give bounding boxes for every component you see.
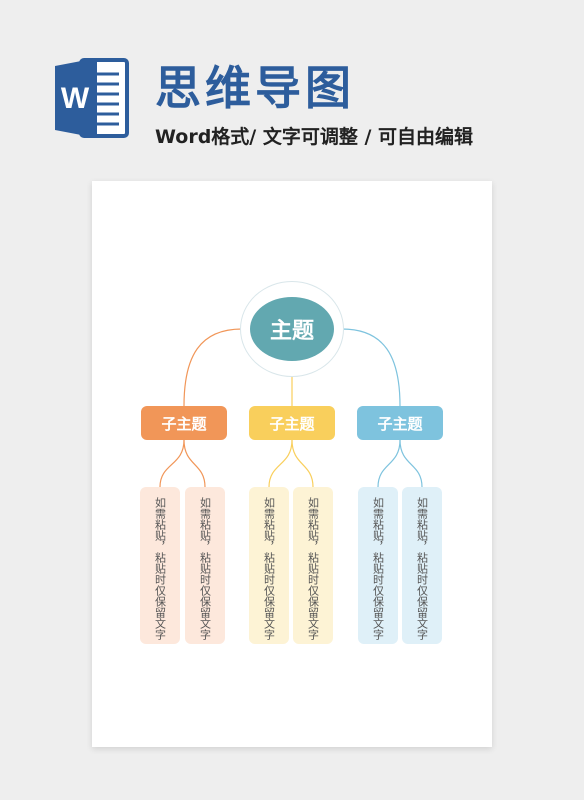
leaf-text: 如需粘贴，粘贴时仅保留文字 — [371, 497, 385, 640]
connector-orange-leaf-2 — [183, 439, 206, 488]
leaf-orange-2[interactable]: 如需粘贴，粘贴时仅保留文字 — [185, 487, 225, 644]
subtopic-blue[interactable]: 子主题 — [357, 406, 443, 440]
page-title: 思维导图 — [155, 61, 355, 115]
connector-orange-leaf-1 — [159, 439, 185, 488]
connector-yellow-leaf-1 — [268, 439, 293, 488]
connector-blue-leaf-1 — [377, 439, 401, 488]
connector-blue-leaf-2 — [399, 439, 423, 488]
leaf-yellow-2[interactable]: 如需粘贴，粘贴时仅保留文字 — [293, 487, 333, 644]
connector-topic-blue — [341, 328, 401, 407]
leaf-text: 如需粘贴，粘贴时仅保留文字 — [415, 497, 429, 640]
document-sheet: 主题 子主题 子主题 子主题 如需粘贴，粘贴时仅保留文字 如需粘贴，粘贴时仅保留… — [92, 181, 492, 747]
leaf-text: 如需粘贴，粘贴时仅保留文字 — [153, 497, 167, 640]
page-subtitle: Word格式/ 文字可调整 / 可自由编辑 — [155, 126, 474, 148]
subtopic-orange[interactable]: 子主题 — [141, 406, 227, 440]
central-topic[interactable]: 主题 — [250, 297, 334, 361]
word-document-icon: W — [55, 58, 129, 138]
subtopic-yellow[interactable]: 子主题 — [249, 406, 335, 440]
leaf-text: 如需粘贴，粘贴时仅保留文字 — [262, 497, 276, 640]
leaf-blue-2[interactable]: 如需粘贴，粘贴时仅保留文字 — [402, 487, 442, 644]
leaf-text: 如需粘贴，粘贴时仅保留文字 — [198, 497, 212, 640]
leaf-yellow-1[interactable]: 如需粘贴，粘贴时仅保留文字 — [249, 487, 289, 644]
leaf-orange-1[interactable]: 如需粘贴，粘贴时仅保留文字 — [140, 487, 180, 644]
mindmap-connectors — [159, 328, 423, 488]
word-icon-letter: W — [61, 82, 90, 115]
leaf-blue-1[interactable]: 如需粘贴，粘贴时仅保留文字 — [358, 487, 398, 644]
leaf-text: 如需粘贴，粘贴时仅保留文字 — [306, 497, 320, 640]
connector-topic-orange — [183, 328, 243, 407]
connector-yellow-leaf-2 — [291, 439, 314, 488]
